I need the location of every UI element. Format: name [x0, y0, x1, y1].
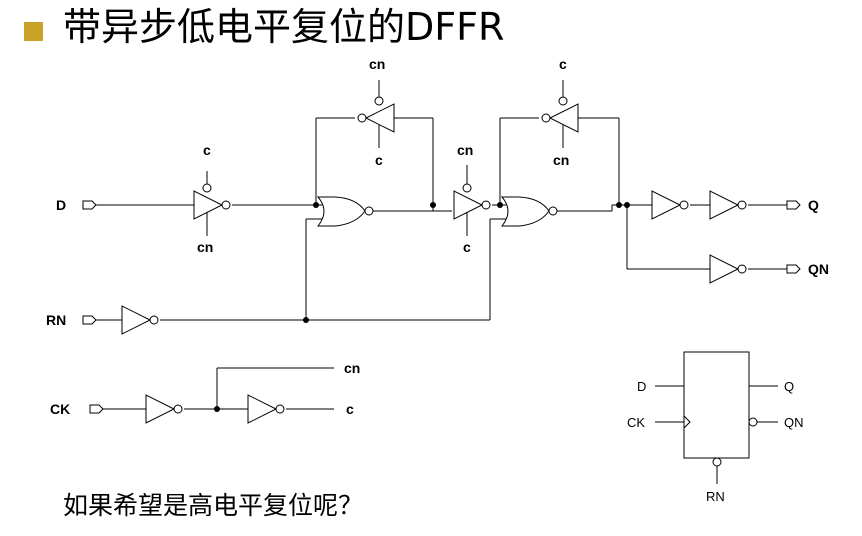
tg2-bottom-label: c — [463, 239, 471, 255]
q-label: Q — [808, 197, 819, 213]
nor1-gate-icon — [316, 196, 374, 227]
clock-c-label: c — [346, 401, 354, 417]
q-buffer2-inverter-icon — [709, 190, 747, 220]
d-label: D — [56, 197, 66, 213]
fb1-tristate-inverter-icon — [357, 80, 395, 148]
dffr-symbol: D CK Q QN RN — [627, 351, 804, 504]
fb2-bottom-label: cn — [553, 152, 569, 168]
nor2-gate-icon — [500, 196, 558, 227]
rn-label: RN — [46, 312, 66, 328]
q-port-icon — [786, 200, 801, 210]
clock-edge-icon — [683, 415, 691, 429]
symbol-d-label: D — [637, 379, 646, 394]
fb1-bottom-label: c — [375, 152, 383, 168]
junction-dots — [214, 202, 630, 412]
fb1-top-label: cn — [369, 56, 385, 72]
qn-inverter-icon — [709, 254, 747, 284]
tg1-bottom-label: cn — [197, 239, 213, 255]
rn-port-icon — [82, 315, 97, 325]
q-buffer1-inverter-icon — [651, 190, 689, 220]
symbol-rn-label: RN — [706, 489, 725, 504]
ck-port-icon — [89, 404, 104, 414]
clock-cn-label: cn — [344, 360, 360, 376]
ck-inverter1-icon — [145, 394, 183, 424]
d-port-icon — [82, 200, 97, 210]
rn-inverter-icon — [121, 305, 159, 335]
qn-label: QN — [808, 261, 829, 277]
question-text: 如果希望是高电平复位呢？ — [63, 491, 364, 520]
bullet-square-icon — [24, 22, 43, 41]
symbol-qn-label: QN — [784, 415, 804, 430]
ck-label: CK — [50, 401, 70, 417]
tg1-tristate-inverter-icon — [193, 171, 231, 236]
tg1-top-label: c — [203, 142, 211, 158]
fb2-tristate-inverter-icon — [541, 80, 579, 148]
slide-title: 带异步低电平复位的DFFR — [63, 5, 505, 49]
symbol-ck-label: CK — [627, 415, 645, 430]
tg2-tristate-inverter-icon — [453, 165, 491, 236]
tg2-top-label: cn — [457, 142, 473, 158]
fb2-top-label: c — [559, 56, 567, 72]
qn-port-icon — [786, 264, 801, 274]
symbol-q-label: Q — [784, 379, 794, 394]
ck-inverter2-icon — [247, 394, 285, 424]
wires — [96, 117, 787, 410]
